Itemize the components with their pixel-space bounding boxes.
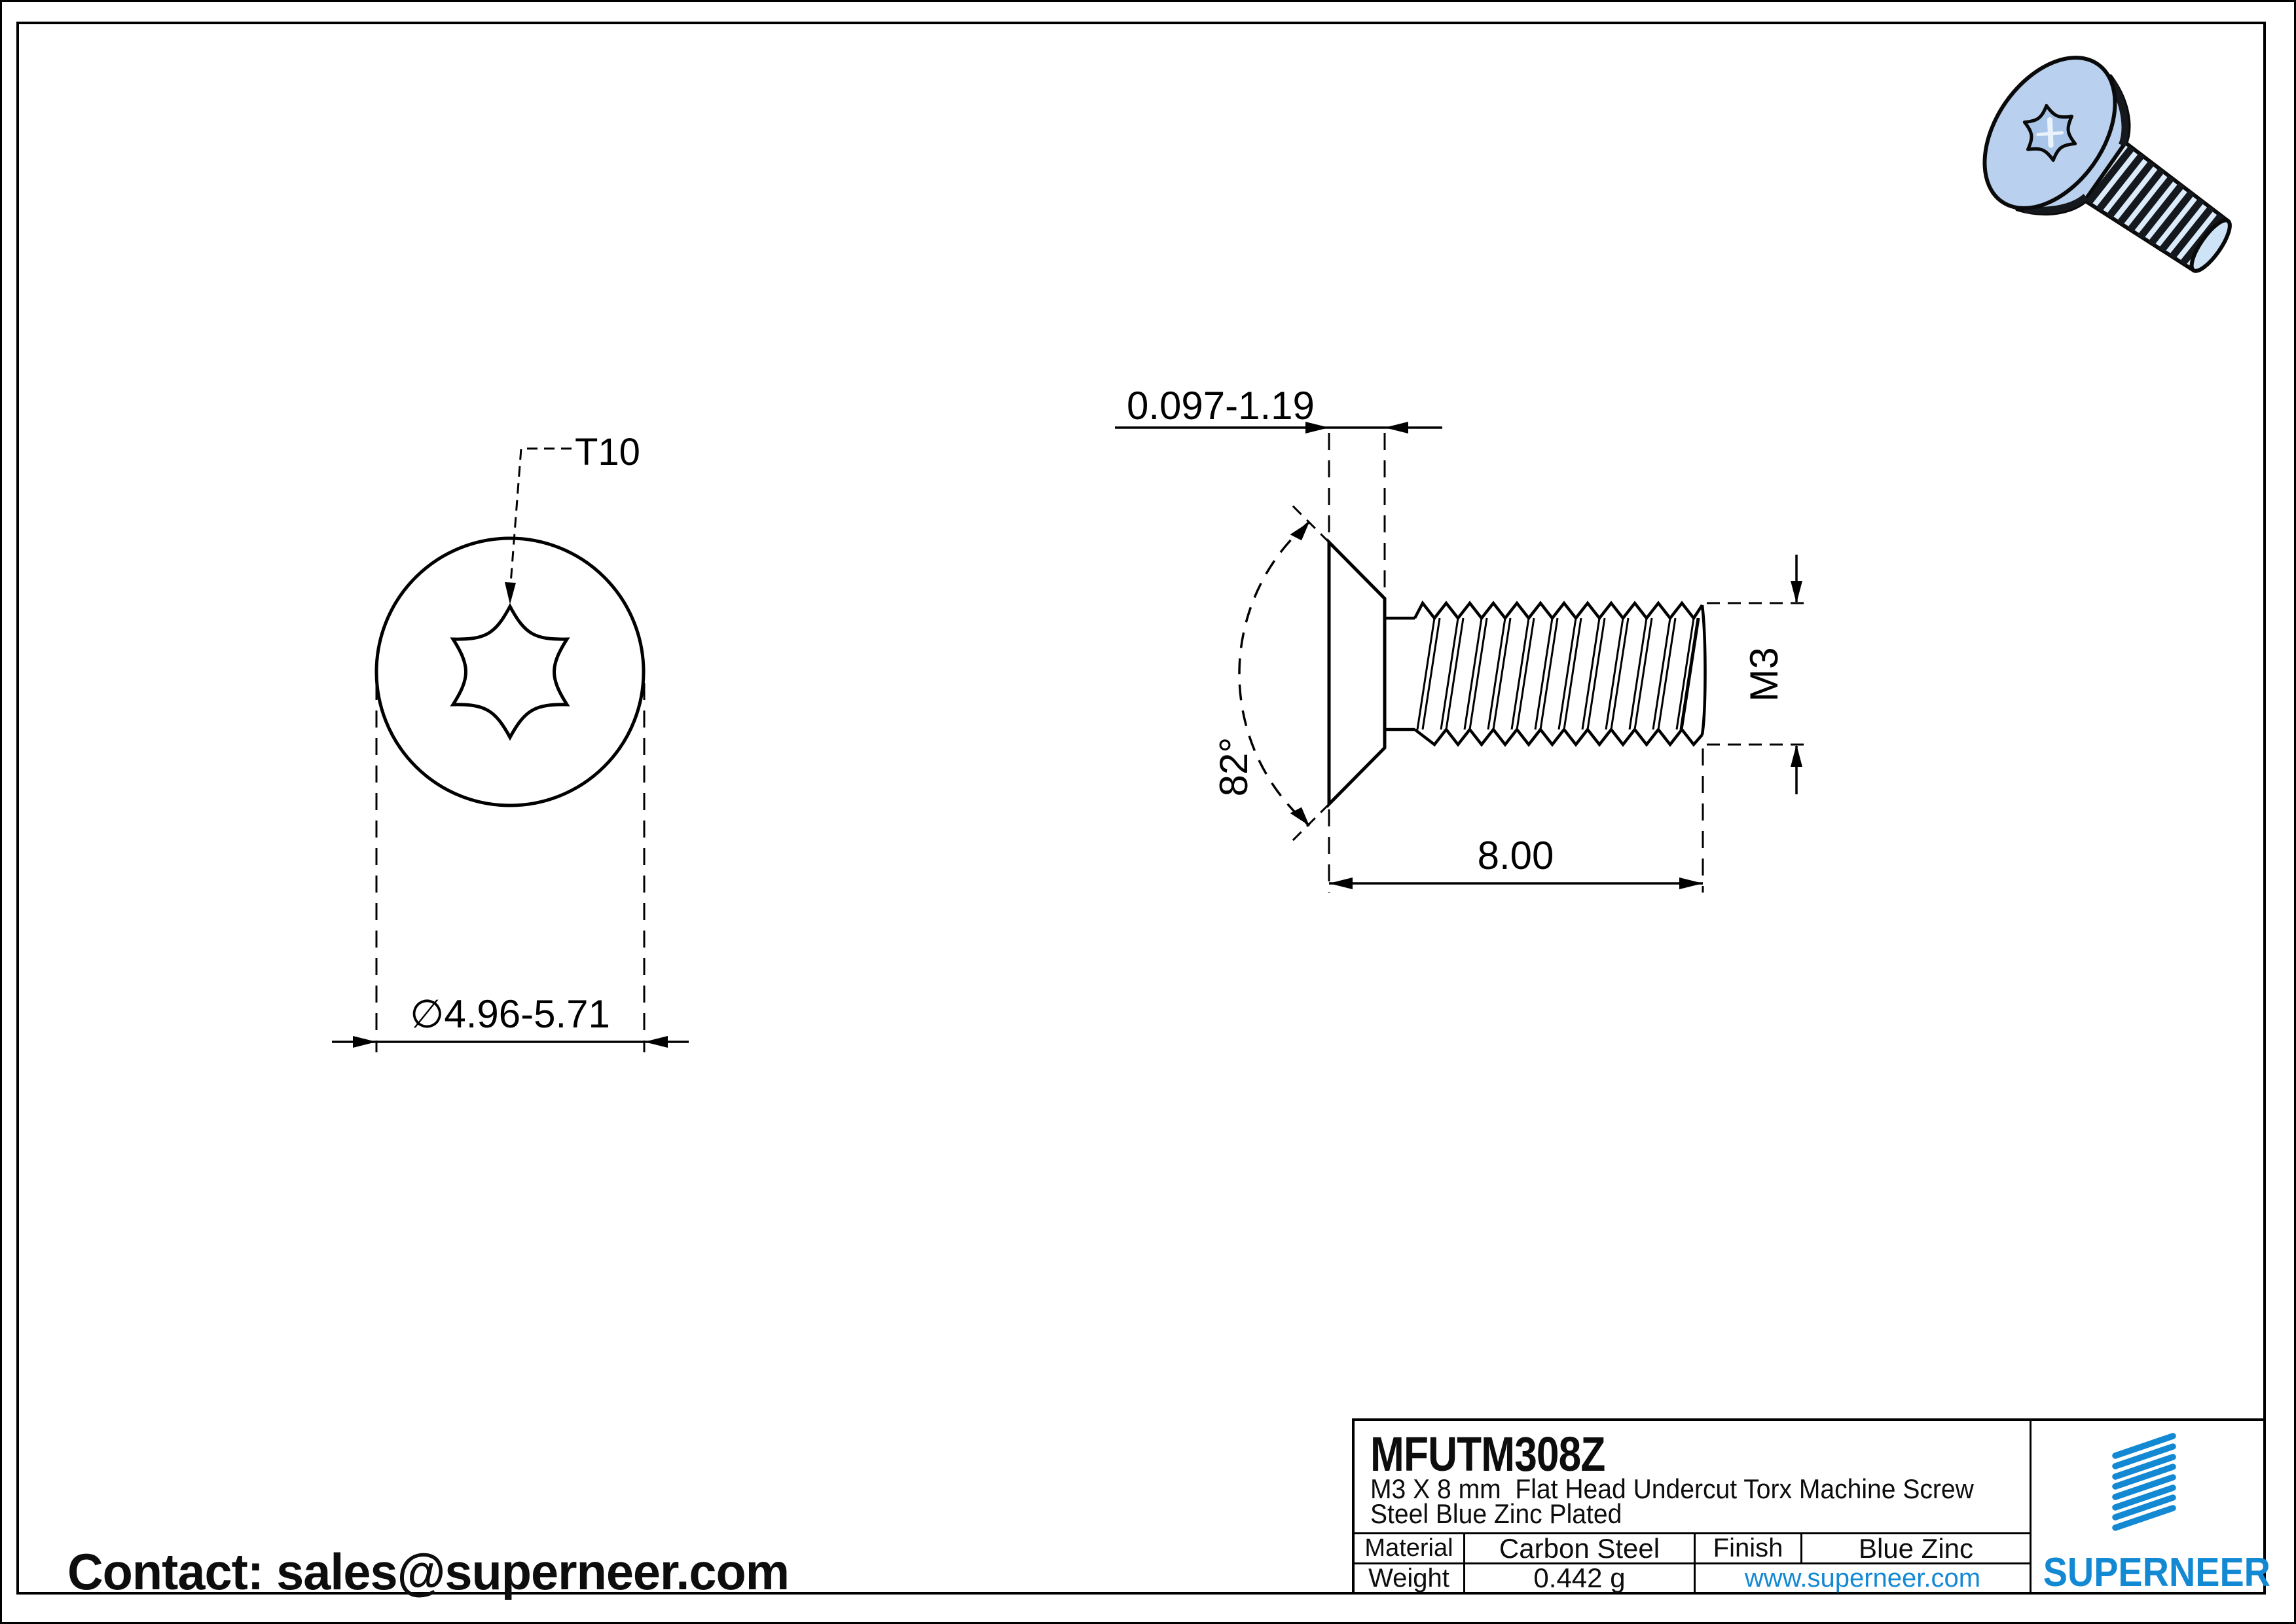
thread-size-label: M3 bbox=[1742, 647, 1786, 701]
finish-value: Blue Zinc bbox=[1802, 1533, 2032, 1564]
website-link[interactable]: www.superneer.com bbox=[1696, 1564, 2032, 1593]
thread-arrow-bottom-icon bbox=[1791, 745, 1802, 767]
part-number: MFUTM308Z bbox=[1370, 1427, 1605, 1481]
finish-label: Finish bbox=[1696, 1534, 1802, 1564]
screw3d-torx-recess-icon bbox=[2022, 103, 2077, 162]
weight-value: 0.442 g bbox=[1465, 1562, 1696, 1593]
head-height-arrow-left-icon bbox=[1305, 422, 1329, 434]
angle-arrow-top-icon bbox=[1290, 522, 1309, 541]
head-height-arrow-right-icon bbox=[1385, 422, 1408, 434]
t10-leader-arrow-icon bbox=[505, 582, 516, 604]
length-arrow-left-icon bbox=[1329, 877, 1353, 889]
t10-leader-line bbox=[509, 447, 572, 584]
angle-arrow-bottom-icon bbox=[1290, 807, 1309, 826]
description-line-1: M3 X 8 mm Flat Head Undercut Torx Machin… bbox=[1370, 1473, 1974, 1504]
angle-arc bbox=[1238, 521, 1311, 827]
head-height-label: 0.097-1.19 bbox=[1127, 384, 1315, 428]
dia-arrow-left-icon bbox=[353, 1036, 376, 1048]
torx-star-icon bbox=[450, 602, 570, 741]
length-arrow-right-icon bbox=[1679, 877, 1703, 889]
screw3d-cone-shade-top bbox=[2109, 81, 2129, 147]
screw-side-view bbox=[1115, 422, 1808, 893]
torx-top-view bbox=[332, 447, 689, 1052]
screw3d-cone-shade-bottom bbox=[2023, 194, 2088, 214]
screw3d-tip bbox=[2189, 218, 2232, 273]
thread-arrow-top-icon bbox=[1791, 581, 1802, 603]
thread-flanks bbox=[1416, 618, 1700, 730]
material-label: Material bbox=[1355, 1534, 1465, 1564]
length-label: 8.00 bbox=[1478, 834, 1554, 877]
brand-name: SUPERNEER bbox=[2043, 1550, 2270, 1595]
superneer-logo-icon bbox=[2112, 1433, 2176, 1531]
drawing-frame bbox=[16, 22, 2266, 1595]
description-line-2: Steel Blue Zinc Plated bbox=[1370, 1498, 1622, 1529]
head-diameter-label: ∅4.96-5.71 bbox=[410, 992, 610, 1036]
title-block: MFUTM308Z M3 X 8 mm Flat Head Undercut T… bbox=[1352, 1418, 2270, 1595]
contact-line: Contact: sales@superneer.com bbox=[67, 1543, 790, 1600]
countersink-angle-label: 82° bbox=[1212, 737, 1256, 797]
head-outline-circle bbox=[374, 536, 646, 807]
screw3d-thread-bands bbox=[2085, 145, 2225, 266]
title-block-description-cell: MFUTM308Z M3 X 8 mm Flat Head Undercut T… bbox=[1355, 1421, 2032, 1534]
screw-3d-render bbox=[1982, 56, 2232, 273]
weight-label: Weight bbox=[1355, 1564, 1465, 1593]
thread-runout-line bbox=[1679, 618, 1699, 730]
head-profile bbox=[1327, 538, 1387, 809]
material-value: Carbon Steel bbox=[1465, 1533, 1696, 1564]
drive-size-label: T10 bbox=[575, 431, 640, 473]
thread-end-face bbox=[1700, 604, 1707, 735]
dia-arrow-right-icon bbox=[644, 1036, 668, 1048]
thread-crest-top bbox=[1413, 600, 1704, 621]
